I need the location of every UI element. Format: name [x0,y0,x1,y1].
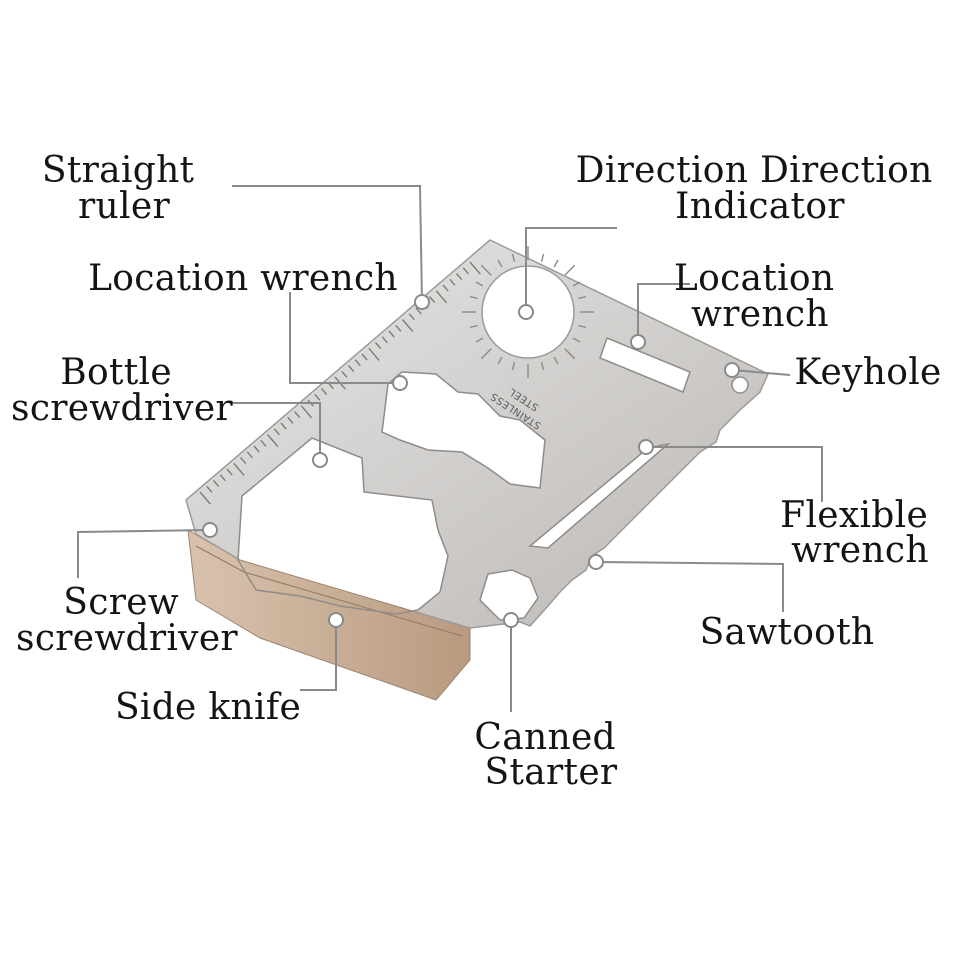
ruler-tick [233,462,245,476]
keyhole-hole [731,376,749,394]
ruler-tick [347,365,355,373]
ruler-tick [368,347,380,361]
ruler-tick [320,388,328,396]
leader-sawtooth [595,561,784,612]
compass-ray [511,362,516,371]
leader-flexible-wrench [646,446,823,502]
labels: Straight ruler Direction Direction Indic… [11,150,945,793]
leader-straight-ruler [232,185,423,303]
ruler-tick [435,290,448,304]
ruler-tick [219,474,226,482]
leader-direction-indicator [525,227,617,312]
compass-ray [578,324,587,329]
ruler-tick [246,451,253,459]
label-side-knife: Side knife [115,687,301,728]
compass-ray [480,348,492,360]
compass-ray [578,295,587,300]
leader-keyhole [731,369,791,376]
ruler-tick [374,342,382,350]
compass-ray [572,281,581,287]
ruler-tick [361,353,368,361]
compass-ray [475,337,484,343]
ruler-tick [226,468,233,476]
ruler-tick [469,261,481,275]
ruler-tick [287,416,294,424]
compass-ray [497,259,503,268]
ruler-tick [415,307,422,315]
ruler-tick [266,434,279,448]
ruler-tick [253,445,260,453]
compass-ray [511,253,516,262]
compass-ray [564,348,576,360]
ruler-tick [314,393,321,401]
leader-lines [77,185,823,712]
anchor-sawtooth [588,554,604,570]
compass-ray [497,356,503,365]
ruler-tick [206,485,213,493]
anchor-straight-ruler [414,294,430,310]
leader-location-wrench-right [637,283,690,342]
compass-rays [462,246,594,378]
ruler-tick [212,480,220,488]
ruler-tick [449,278,456,286]
ruler-tick [239,457,247,465]
ruler-tick [395,324,402,332]
anchor-flexible-wrench [638,439,654,455]
label-canned-starter: Canned Starter [474,717,627,793]
card-plate [185,239,769,629]
compass-ray [480,264,492,276]
compass-ray [469,324,478,329]
compass-ray [572,337,581,343]
leader-screw-screwdriver [77,529,211,578]
ruler-tick [408,313,415,321]
ruler-tick [455,273,463,281]
ruler-tick [381,336,388,344]
leader-location-wrench-left [289,292,400,384]
label-straight-ruler: Straight ruler [42,150,206,227]
compass-ray [475,281,484,287]
anchor-screw-screwdriver [202,522,218,538]
label-keyhole: Keyhole [794,352,941,393]
leader-bottle-screwdriver [232,402,321,460]
ruler-tick [462,267,469,275]
anchor-side-knife [328,612,344,628]
ruler-tick [354,359,361,367]
anchor-direction-indicator [518,304,534,320]
ruler-tick [341,370,348,378]
ruler-tick [260,439,267,447]
label-sawtooth: Sawtooth [700,612,875,653]
ruler-tick [199,491,211,505]
leader-side-knife [300,620,337,691]
compass-ray [540,362,545,371]
label-bottle-screwdriver: Bottle screwdriver [11,352,233,429]
ruler-tick [388,330,395,338]
ruler-tick [428,296,436,304]
label-location-wrench-right: Location wrench [674,258,846,335]
ruler-tick [300,405,313,419]
label-flexible-wrench: Flexible wrench [780,495,940,571]
compass-ray [553,356,559,365]
multitool-card: STAINLESS STEEL [185,239,769,701]
label-location-wrench-left: Location wrench [88,258,398,299]
label-screw-screwdriver: Screw screwdriver [16,582,238,659]
anchor-bottle-screwdriver [312,452,328,468]
ruler-tick [280,422,287,430]
anchor-location-wrench-right [630,334,646,350]
compass-ray [564,264,576,276]
anchor-keyhole [724,362,740,378]
anchor-canned-starter [503,612,519,628]
ruler-tick [273,428,280,436]
compass-ray [553,259,559,268]
ruler-tick [401,319,414,333]
compass-ray [469,295,478,300]
ruler-tick [442,284,449,292]
compass-ray [540,253,545,262]
anchor-location-wrench-left [392,375,408,391]
label-direction-indicator: Direction Direction Indicator [576,150,945,227]
ruler-tick [293,411,301,419]
